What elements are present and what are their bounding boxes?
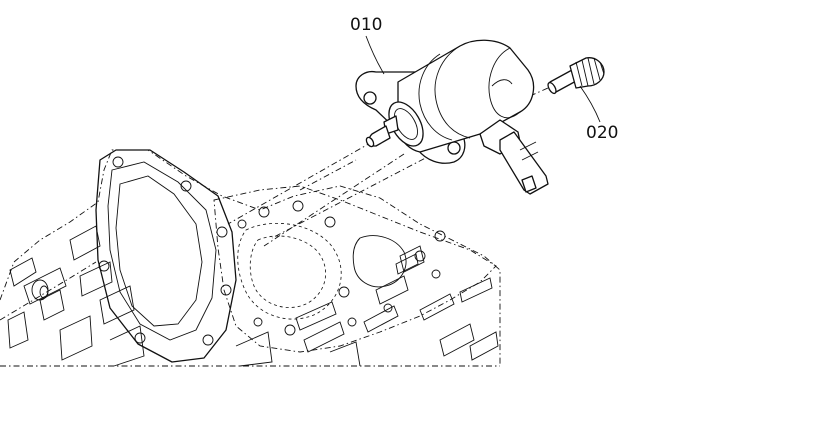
shoulder-bolt	[547, 57, 605, 95]
callout-020: 020	[586, 123, 618, 143]
head-gasket-surface	[213, 185, 499, 367]
callout-010: 010	[350, 15, 382, 35]
solenoid-actuator	[355, 39, 549, 195]
engine-block-outline	[0, 149, 501, 367]
leader-lines	[365, 35, 601, 123]
bellhousing-flange	[95, 149, 237, 363]
